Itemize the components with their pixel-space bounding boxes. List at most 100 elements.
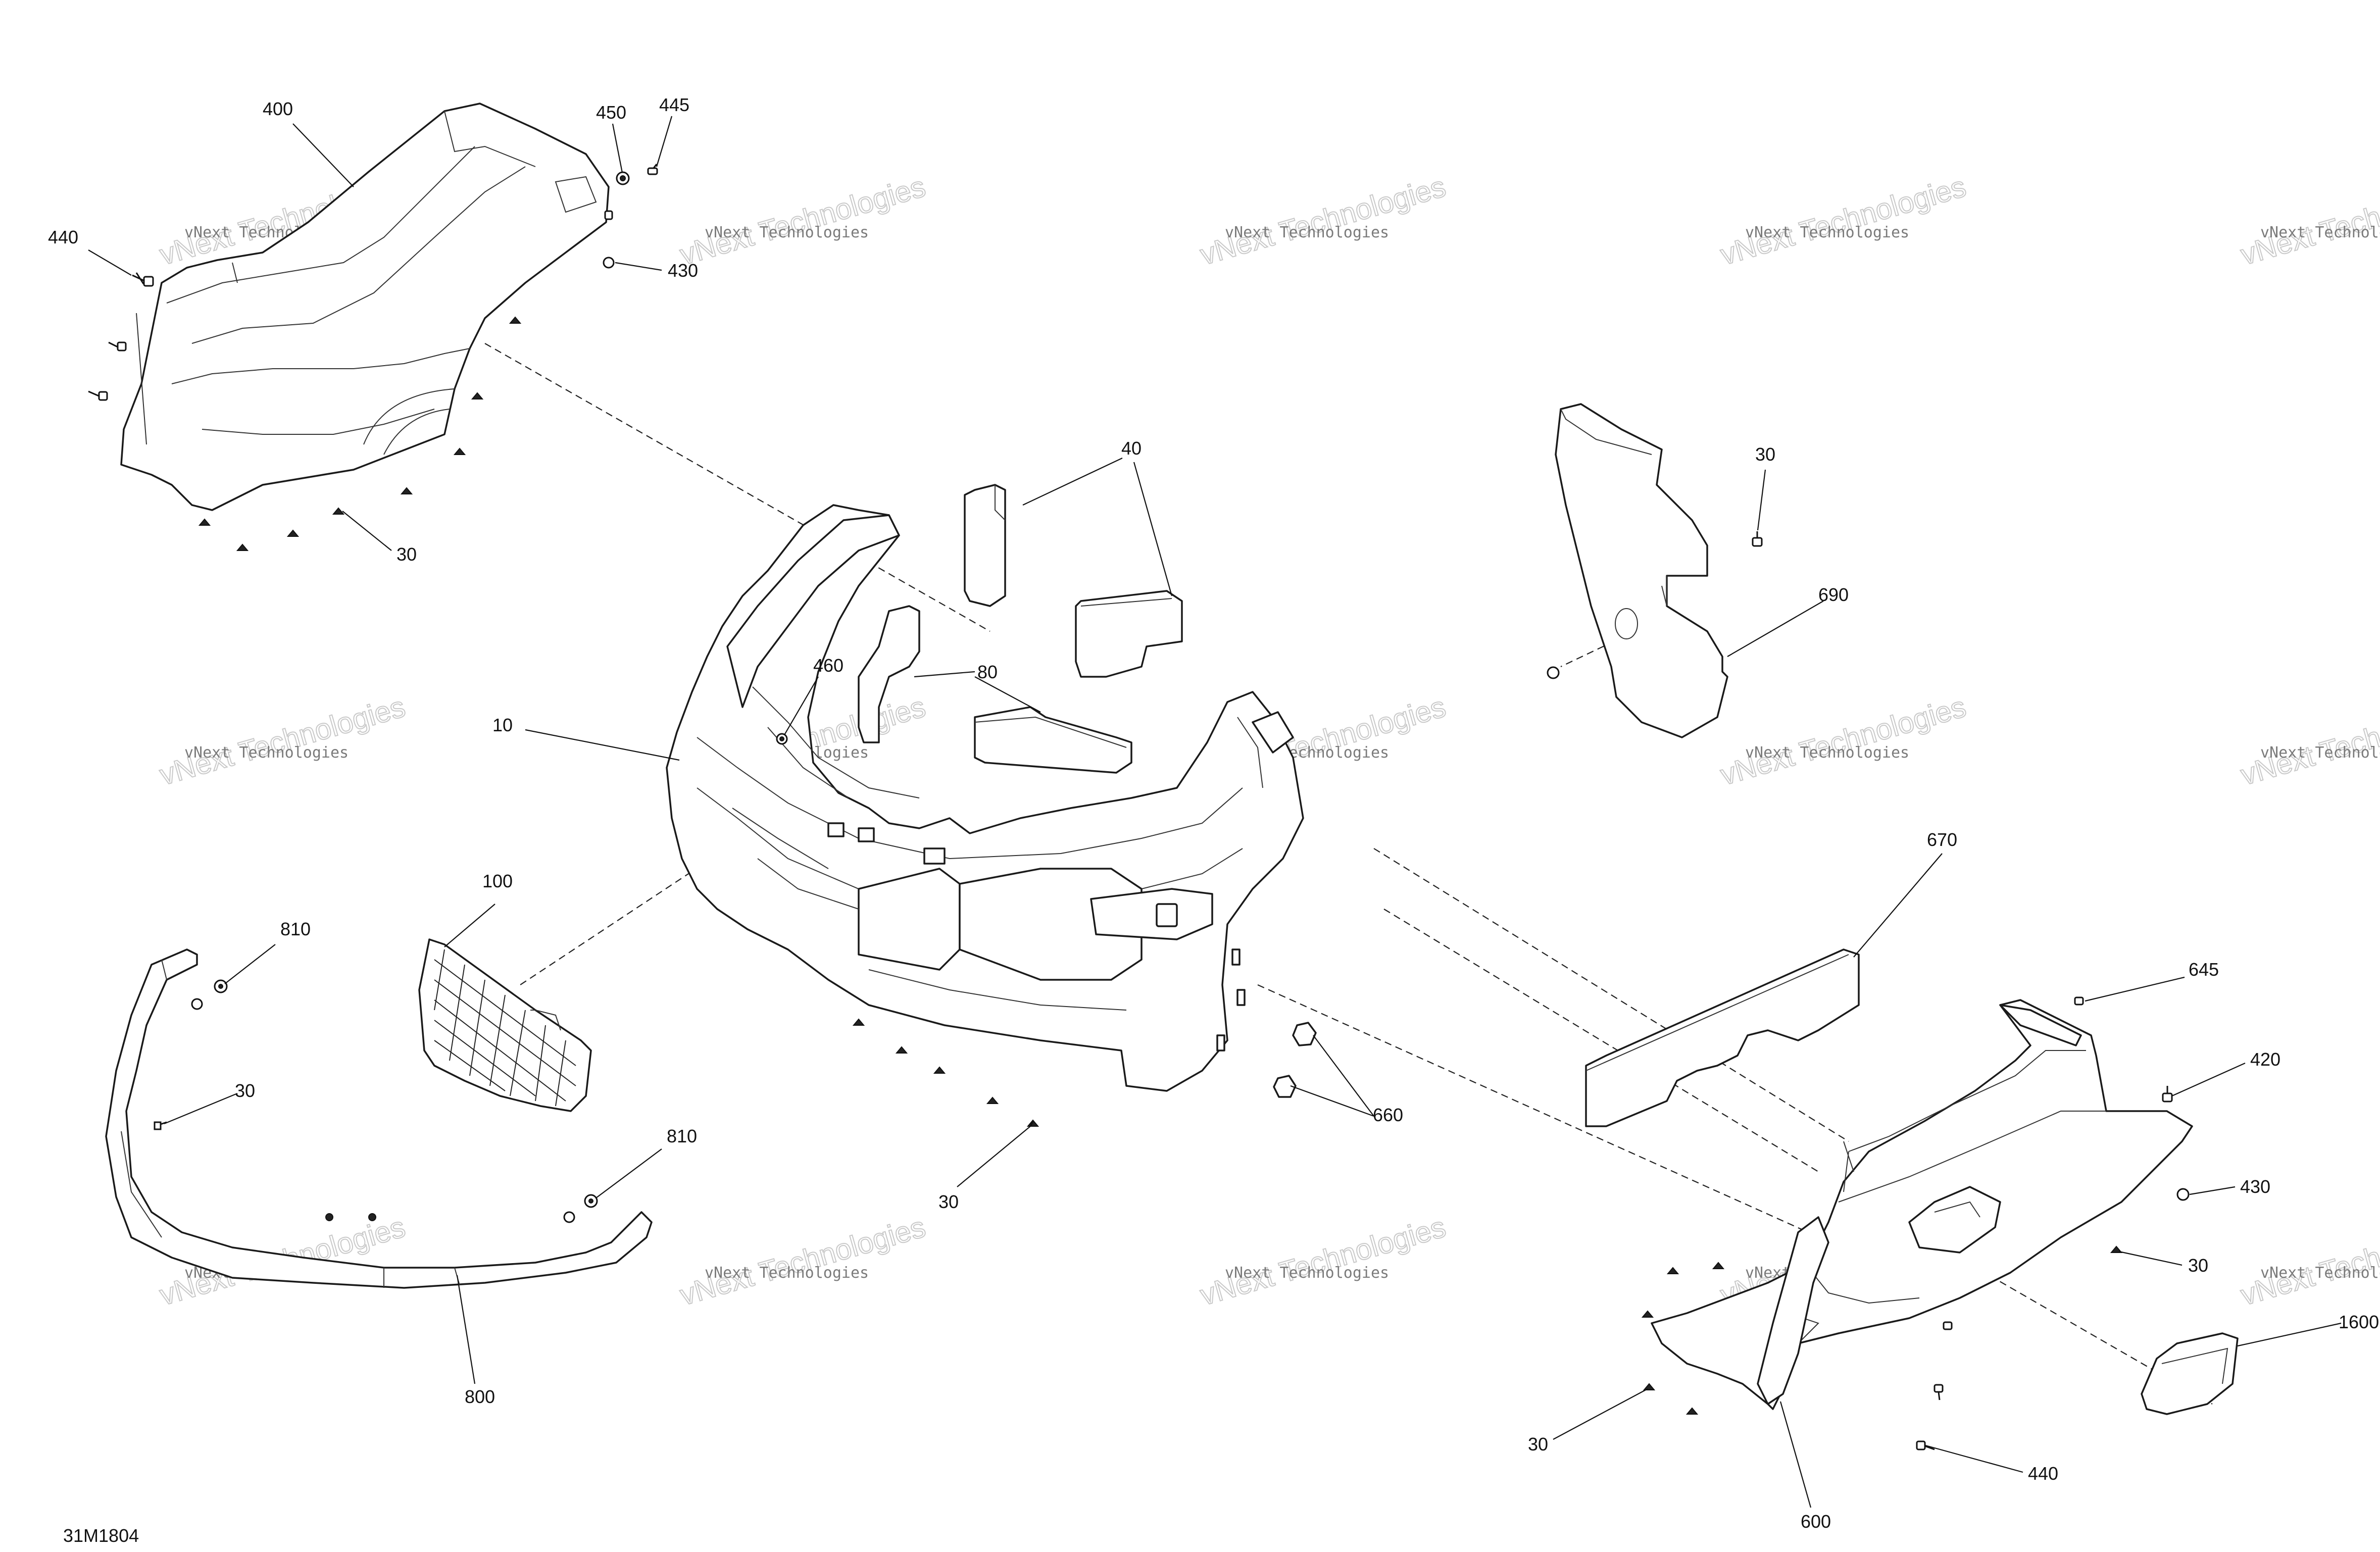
callout-420: 420 [2250,1049,2280,1070]
screw-440-icon [1916,1440,1935,1450]
watermark-outline: vNext Technologies [1197,1211,1449,1312]
watermark-text: vNext Technologies [2260,224,2380,241]
nut-460-icon [776,733,788,745]
bolt-icon [1029,1121,1034,1127]
callout-460: 460 [813,655,844,676]
screw-icon [604,210,613,220]
callout-30: 30 [1528,1434,1548,1455]
watermark-text: vNext Technologies [705,224,869,241]
clip-30-icon [2110,1245,2123,1253]
clip-icon [509,316,522,324]
clip-icon [400,487,413,494]
callout-30: 30 [938,1191,959,1212]
screw-645-icon [2074,996,2084,1006]
nut-450-icon [616,171,630,185]
watermark-outline: vNext Technologies [1717,690,1969,792]
screw-icon [108,341,127,352]
watermark-text: vNext Technologies [184,744,349,762]
clip-icon [236,543,249,551]
washer-430-icon [603,257,615,269]
callout-40: 40 [1121,438,1142,459]
watermark-outline: vNext Technologies [676,170,929,272]
watermark-text: vNext Technologies [705,1264,869,1282]
callout-440: 440 [48,227,78,247]
clip-icon [332,507,345,515]
leader-lines [88,116,2342,1508]
watermark-outline: vNext Technologies [156,690,409,792]
clip-icon [1666,1267,1679,1274]
washer-icon [1547,666,1560,679]
hole-icon [325,1213,333,1221]
clip-icon [198,518,211,526]
callout-690: 690 [1818,584,1849,605]
callout-810: 810 [280,919,311,939]
part-400-upper-panel [120,103,610,511]
clip-icon [986,1096,999,1104]
callout-660: 660 [1373,1105,1403,1125]
clip-icon [471,392,484,399]
watermark-outline: vNext Technologies [2237,170,2380,272]
screw-icon [1943,1321,1953,1330]
watermark-outline: vNext Technologies [1197,170,1449,272]
part-100-grille [418,938,592,1112]
clip-icon [286,529,300,537]
callout-400: 400 [263,98,293,119]
callout-440: 440 [2028,1463,2058,1484]
part-10-front-bumper [666,504,1304,1092]
watermark-text: vNext Technologies [1225,224,1389,241]
screw-icon [1752,531,1763,547]
clip-icon [1026,1119,1039,1127]
callout-100: 100 [482,871,513,891]
part-1600-cover [2141,1332,2239,1415]
nut-660-icon [1292,1022,1317,1046]
screw-icon [88,390,108,401]
clip-icon [1712,1262,1725,1269]
bolt-810-icon [584,1194,598,1208]
bolt-icon [563,1211,575,1223]
washer-430-icon [2176,1188,2190,1201]
watermark-text: vNext Technologies [1745,744,1909,762]
screw-420-icon [2162,1086,2173,1103]
callout-labels: 400 450 445 440 430 30 40 30 690 460 80 … [48,94,2379,1532]
callout-430: 430 [668,260,698,281]
callout-30: 30 [1755,444,1775,465]
watermark-text: vNext Technologies [1225,1264,1389,1282]
callout-1600: 1600 [2339,1312,2379,1332]
callout-670: 670 [1927,829,1957,850]
screw-445-icon [647,164,658,175]
watermark-outline: vNext Technologies [1717,170,1969,272]
callout-80: 80 [977,662,998,682]
callout-450: 450 [596,102,626,123]
screw-icon [1933,1384,1944,1400]
watermark-text: vNext Technologies [1745,224,1909,241]
bolt-icon [191,998,203,1010]
callout-645: 645 [2189,959,2219,980]
callout-600: 600 [1801,1511,1831,1532]
bolt-810-icon [214,979,228,993]
screw-440-icon [132,272,154,287]
grille-mesh [434,949,576,1107]
part-600-lower-assembly [1651,999,2193,1410]
watermark-outline: vNext Technologies [2237,690,2380,792]
part-40-foam [964,484,1183,678]
callout-445: 445 [659,94,689,115]
callout-430: 430 [2240,1176,2270,1197]
watermark-text: vNext Technologies [2260,1264,2380,1282]
clip-icon [1685,1407,1699,1415]
callout-10: 10 [492,715,513,735]
watermark-outline: vNext Technologies [2237,1211,2380,1312]
diagram-code: 31M1804 [63,1525,139,1546]
clip-icon [453,447,466,455]
watermark-text: vNext Technologies [2260,744,2380,762]
clip-icon [933,1066,946,1074]
part-80-foam [858,605,1132,774]
clip-icon [895,1046,908,1054]
fasteners [88,164,2190,1450]
hole-icon [368,1213,376,1221]
watermark-outline: vNext Technologies [676,1211,929,1312]
callout-800: 800 [465,1386,495,1407]
callout-30: 30 [396,544,417,565]
nut-660-icon [1273,1075,1297,1098]
callout-30: 30 [2188,1255,2208,1276]
